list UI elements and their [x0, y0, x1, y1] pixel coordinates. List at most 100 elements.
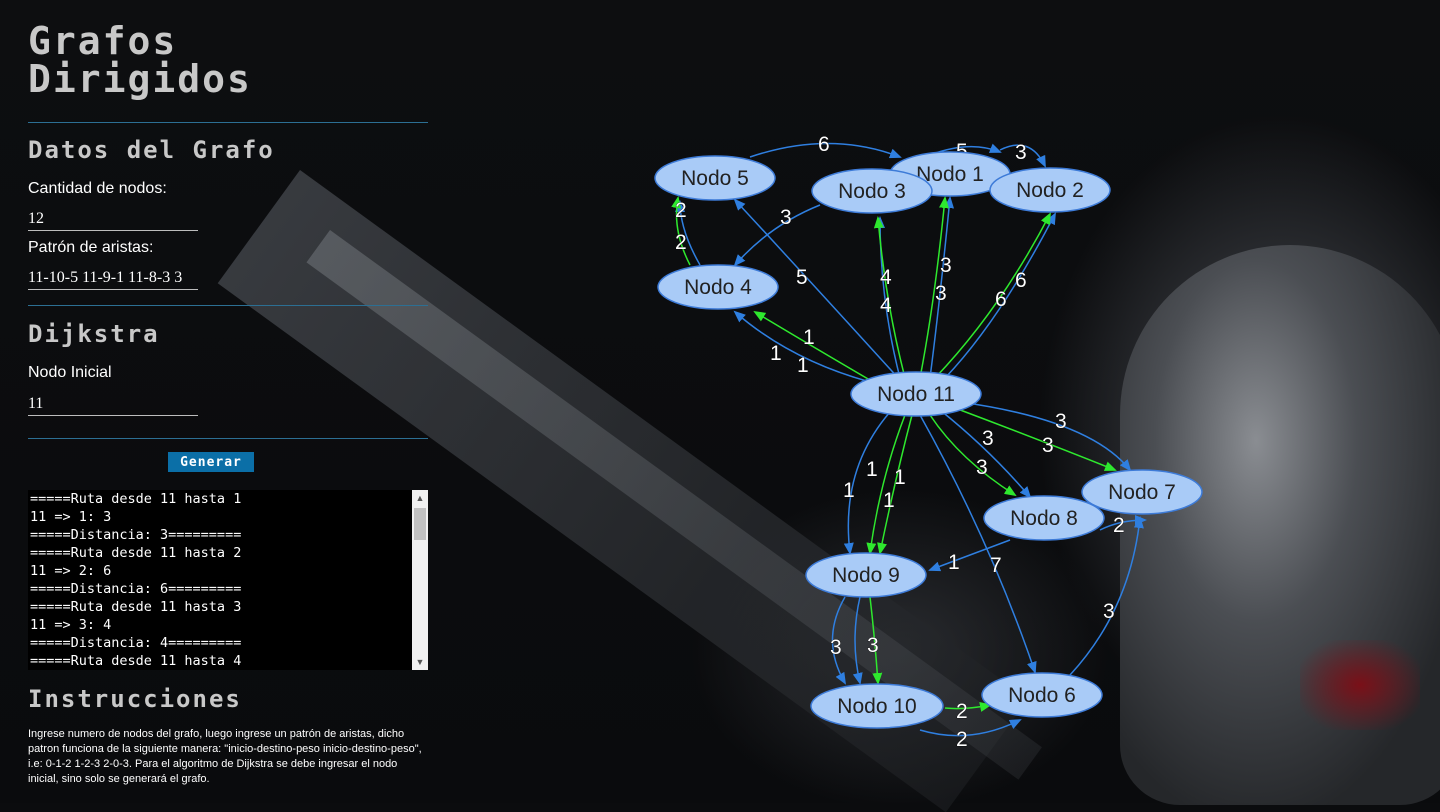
- edge-green-11-4: [753, 310, 876, 384]
- node-label: Nodo 3: [838, 180, 906, 203]
- patron-label: Patrón de aristas:: [28, 239, 154, 256]
- edge-label: 4: [880, 294, 892, 317]
- divider: [28, 305, 428, 306]
- edge-11-4: [733, 310, 871, 383]
- edge-label: 1: [883, 489, 895, 512]
- edge-3-4: [733, 204, 821, 267]
- node-label: Nodo 9: [832, 564, 900, 587]
- edge-label: 3: [976, 456, 988, 479]
- datos-heading: Datos del Grafo: [28, 136, 275, 164]
- edge-9-10: [831, 596, 847, 685]
- graph-node-4[interactable]: Nodo 4: [657, 264, 779, 310]
- node-label: Nodo 11: [877, 383, 955, 406]
- generar-button[interactable]: Generar: [168, 452, 254, 472]
- edge-green-11-9: [866, 414, 906, 555]
- node-label: Nodo 7: [1108, 481, 1176, 504]
- edge-10-6: [919, 719, 1022, 737]
- edge-green-11-2: [934, 212, 1051, 379]
- graph-node-2[interactable]: Nodo 2: [989, 167, 1111, 213]
- edge-green-4-5: [671, 196, 691, 266]
- scroll-down-icon[interactable]: ▼: [415, 657, 425, 667]
- node-label: Nodo 4: [684, 276, 752, 299]
- edge-green-11-8: [929, 414, 1017, 497]
- control-panel: Grafos Dirigidos Datos del Grafo Cantida…: [28, 0, 428, 803]
- edge-label: 2: [675, 199, 687, 222]
- node-label: Nodo 8: [1010, 507, 1078, 530]
- edge-11-9: [843, 411, 891, 555]
- edge-green-11-3: [873, 216, 906, 379]
- edge-9-10b: [852, 596, 863, 685]
- scroll-up-icon[interactable]: ▲: [415, 493, 425, 503]
- edge-label: 7: [990, 554, 1002, 577]
- node-label: Nodo 6: [1008, 684, 1076, 707]
- edge-label: 3: [940, 254, 952, 277]
- edge-label: 6: [1015, 269, 1027, 292]
- edge-label: 1: [843, 479, 855, 502]
- edge-label: 3: [867, 634, 879, 657]
- edge-label: 2: [956, 700, 968, 723]
- cantidad-input[interactable]: [28, 208, 198, 231]
- patron-input[interactable]: [28, 267, 198, 290]
- edge-1-2b: [999, 144, 1046, 168]
- output-text: =====Ruta desde 11 hasta 1 11 => 1: 3 ==…: [30, 491, 242, 669]
- scroll-thumb[interactable]: [414, 508, 426, 540]
- edge-label: 5: [796, 266, 808, 289]
- edge-label: 1: [770, 342, 782, 365]
- edge-green-11-9b: [877, 414, 913, 555]
- graph-node-9[interactable]: Nodo 9: [805, 552, 927, 598]
- edge-label: 3: [1055, 410, 1067, 433]
- edge-11-6: [919, 414, 1037, 674]
- edge-label: 1: [797, 354, 809, 377]
- edge-label: 2: [675, 231, 687, 254]
- edge-11-2: [944, 212, 1056, 379]
- edge-label: 3: [1015, 141, 1027, 164]
- edge-label: 3: [780, 206, 792, 229]
- edge-label: 3: [1103, 600, 1115, 623]
- edge-green-10-6: [944, 702, 992, 712]
- divider: [28, 438, 428, 439]
- edge-green-11-1: [919, 196, 950, 379]
- node-label: Nodo 5: [681, 167, 749, 190]
- graph-node-11[interactable]: Nodo 11: [850, 371, 982, 417]
- graph-node-3[interactable]: Nodo 3: [811, 168, 933, 214]
- edge-label: 4: [880, 266, 892, 289]
- edge-label: 1: [894, 466, 906, 489]
- graph-node-6[interactable]: Nodo 6: [981, 672, 1103, 718]
- edge-label: 6: [995, 288, 1007, 311]
- cantidad-label: Cantidad de nodos:: [28, 180, 167, 197]
- background-red-glow: [1300, 640, 1420, 730]
- graph-node-7[interactable]: Nodo 7: [1081, 469, 1203, 515]
- edge-label: 6: [818, 133, 830, 156]
- edge-11-1: [929, 196, 955, 379]
- edge-green-11-7: [954, 407, 1117, 471]
- dijkstra-heading: Dijkstra: [28, 320, 160, 348]
- node-label: Nodo 10: [837, 695, 916, 718]
- edge-label: 2: [956, 728, 968, 751]
- edge-11-7: [959, 401, 1132, 472]
- page-title: Grafos Dirigidos: [28, 19, 252, 101]
- edge-8-9: [928, 539, 1011, 572]
- instrucciones-heading: Instrucciones: [28, 685, 242, 713]
- edge-green-9-10: [869, 596, 883, 685]
- edge-6-7: [1069, 516, 1144, 676]
- edge-label: 3: [1042, 434, 1054, 457]
- node-label: Nodo 2: [1016, 179, 1084, 202]
- divider: [28, 122, 428, 123]
- edge-label: 3: [982, 427, 994, 450]
- output-textarea[interactable]: =====Ruta desde 11 hasta 1 11 => 1: 3 ==…: [28, 490, 428, 670]
- edge-11-5: [733, 198, 901, 381]
- edge-11-8: [939, 409, 1032, 499]
- graph-node-10[interactable]: Nodo 10: [810, 683, 944, 729]
- edge-label: 1: [866, 458, 878, 481]
- graph-node-8[interactable]: Nodo 8: [983, 495, 1105, 541]
- instrucciones-text: Ingrese numero de nodos del grafo, luego…: [28, 728, 422, 785]
- edge-label: 1: [803, 326, 815, 349]
- graph-node-5[interactable]: Nodo 5: [654, 155, 776, 201]
- edge-label: 1: [948, 551, 960, 574]
- edge-label: 3: [935, 282, 947, 305]
- output-scrollbar[interactable]: ▲ ▼: [412, 490, 428, 670]
- node-label: Nodo 1: [916, 163, 984, 186]
- nodo-inicial-input[interactable]: [28, 393, 198, 416]
- edge-5-1: [749, 142, 902, 159]
